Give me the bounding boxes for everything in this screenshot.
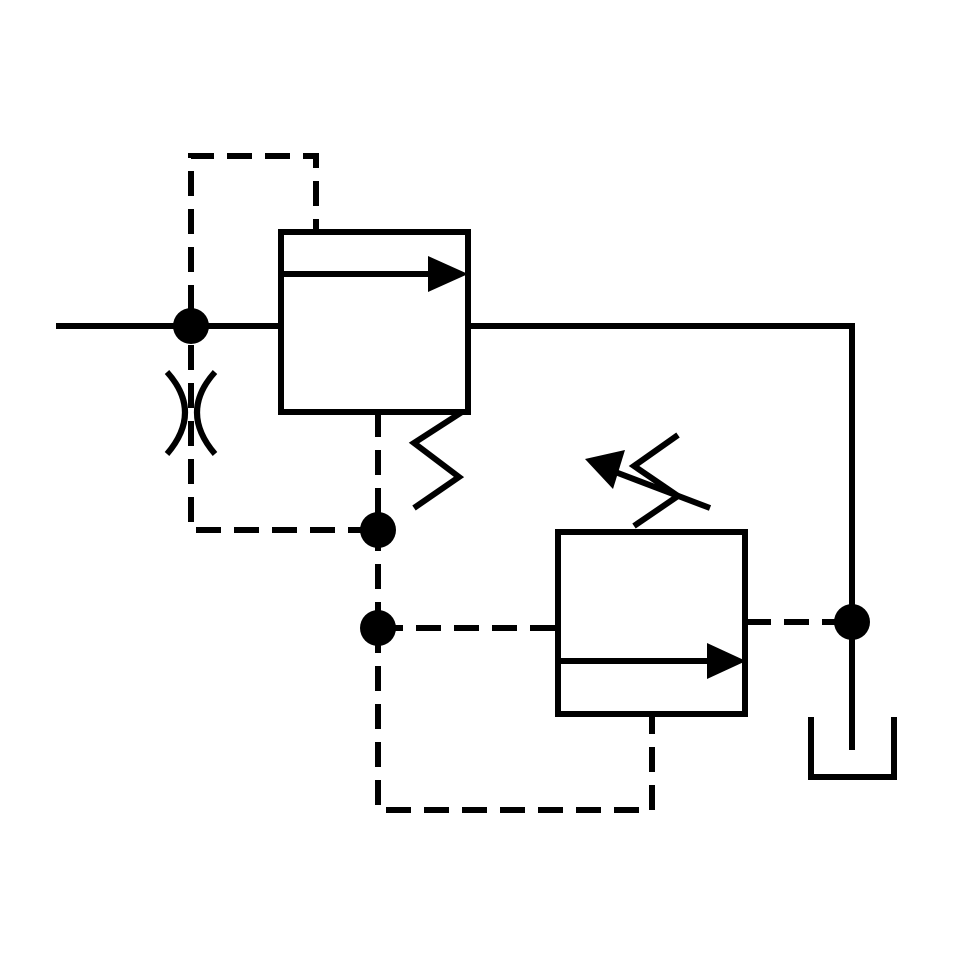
- pilot-lines: [188, 153, 852, 813]
- pilot-line-lower-loop: [375, 628, 655, 813]
- main-valve: [278, 229, 471, 415]
- restrictor-icon: [164, 369, 218, 456]
- tank-icon: [808, 717, 897, 780]
- junction-dot-inlet: [173, 308, 209, 344]
- junction-dot-pilot-lower: [360, 610, 396, 646]
- spring-icon: [408, 409, 465, 511]
- pilot-line-left-lower: [188, 345, 378, 533]
- valve-envelope-icon: [278, 229, 471, 415]
- junction-dot-pilot-upper: [360, 512, 396, 548]
- junctions: [173, 308, 870, 646]
- pilot-valve: [555, 529, 748, 717]
- junction-dot-tank: [834, 604, 870, 640]
- pilot-line-upper-loop: [188, 153, 319, 310]
- flow-arrowhead-icon: [428, 256, 468, 292]
- adjustable-spring-icon: [585, 432, 712, 529]
- valve-envelope-icon: [555, 529, 748, 717]
- flow-arrowhead-icon: [707, 643, 746, 679]
